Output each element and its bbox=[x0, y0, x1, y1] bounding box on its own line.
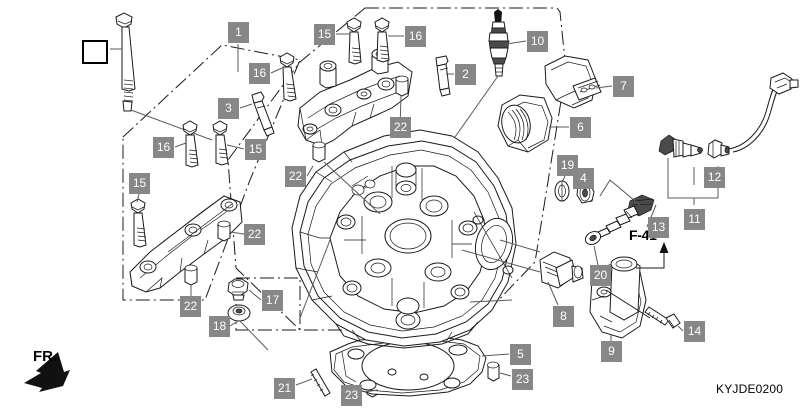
cylinder-head-main-casting bbox=[291, 129, 517, 349]
part-6-insulator bbox=[497, 94, 553, 153]
callout-13[interactable]: 13 bbox=[648, 217, 669, 238]
callout-1[interactable]: 1 bbox=[228, 22, 249, 43]
bolt-15-top bbox=[346, 17, 362, 65]
part-5-head-gasket bbox=[329, 335, 487, 397]
dowel-pin-22-a bbox=[312, 141, 326, 163]
group-boundary-left bbox=[122, 44, 301, 301]
callout-22-bottom-left[interactable]: 22 bbox=[180, 296, 201, 317]
cross-reference-arrow bbox=[636, 242, 669, 269]
camshaft-holder-upper bbox=[297, 48, 413, 147]
callout-11[interactable]: 11 bbox=[684, 209, 705, 230]
part-8-plug bbox=[539, 251, 584, 289]
callout-10[interactable]: 10 bbox=[527, 31, 548, 52]
dowel-pin-22-b bbox=[395, 75, 409, 97]
title-reference-box bbox=[82, 40, 108, 64]
callout-3[interactable]: 3 bbox=[218, 98, 239, 119]
callout-15-top-left[interactable]: 15 bbox=[314, 24, 335, 45]
part-cylinder-head-bolt-long bbox=[115, 12, 136, 112]
bolt-16-top bbox=[374, 17, 390, 63]
callout-7[interactable]: 7 bbox=[613, 76, 634, 97]
part-10-spark-plug bbox=[488, 9, 510, 77]
callout-22-left[interactable]: 22 bbox=[244, 224, 265, 245]
callout-15-far-left[interactable]: 15 bbox=[129, 173, 150, 194]
callout-9[interactable]: 9 bbox=[601, 341, 622, 362]
callout-19[interactable]: 19 bbox=[557, 155, 578, 176]
callout-2[interactable]: 2 bbox=[455, 64, 476, 85]
part-19-washer bbox=[554, 180, 570, 202]
part-12-connector bbox=[707, 72, 799, 159]
callout-5[interactable]: 5 bbox=[510, 344, 531, 365]
dowel-pin-22-d bbox=[184, 264, 198, 286]
group-boundary-camshaft-holders bbox=[227, 7, 567, 331]
callout-12[interactable]: 12 bbox=[704, 167, 725, 188]
camshaft-holder-lower-left bbox=[129, 195, 243, 293]
part-3-dowel bbox=[251, 91, 275, 137]
bolt-15-lower bbox=[212, 120, 229, 166]
callout-23-left[interactable]: 23 bbox=[341, 385, 362, 406]
callout-4[interactable]: 4 bbox=[573, 168, 594, 189]
part-7-rubber-joint bbox=[544, 55, 602, 109]
callout-22-mid[interactable]: 22 bbox=[285, 166, 306, 187]
dowel-pin-22-c bbox=[217, 220, 231, 242]
diagram-part-number: KYJDE0200 bbox=[716, 382, 784, 396]
part-20-washer bbox=[584, 231, 602, 245]
part-2-lifter bbox=[435, 55, 451, 97]
callout-22-top[interactable]: 22 bbox=[390, 117, 411, 138]
front-direction-arrow bbox=[24, 352, 70, 392]
part-18-washer bbox=[227, 304, 251, 322]
callout-6[interactable]: 6 bbox=[570, 117, 591, 138]
part-11-oxygen-sensor bbox=[658, 134, 703, 158]
part-14-bolt bbox=[644, 306, 681, 329]
callout-20[interactable]: 20 bbox=[590, 265, 611, 286]
part-23-dowel-a bbox=[487, 361, 500, 382]
callout-18[interactable]: 18 bbox=[209, 316, 230, 337]
bolt-15-far-left bbox=[130, 198, 147, 248]
callout-16-mid[interactable]: 16 bbox=[249, 63, 270, 84]
part-21-stud bbox=[310, 368, 331, 397]
callout-21[interactable]: 21 bbox=[274, 378, 295, 399]
callout-14[interactable]: 14 bbox=[684, 321, 705, 342]
callout-15-lower-right[interactable]: 15 bbox=[245, 139, 266, 160]
callout-17[interactable]: 17 bbox=[262, 290, 283, 311]
bolt-16-mid bbox=[279, 52, 297, 102]
callout-16-top-right[interactable]: 16 bbox=[405, 26, 426, 47]
front-direction-label: FR. bbox=[33, 348, 58, 365]
callout-16-lower-left[interactable]: 16 bbox=[153, 137, 174, 158]
bolt-16-lower bbox=[182, 120, 199, 168]
leader-lines bbox=[136, 33, 695, 393]
callout-23-right[interactable]: 23 bbox=[512, 369, 533, 390]
callout-8[interactable]: 8 bbox=[553, 306, 574, 327]
part-17-nut bbox=[227, 278, 249, 301]
